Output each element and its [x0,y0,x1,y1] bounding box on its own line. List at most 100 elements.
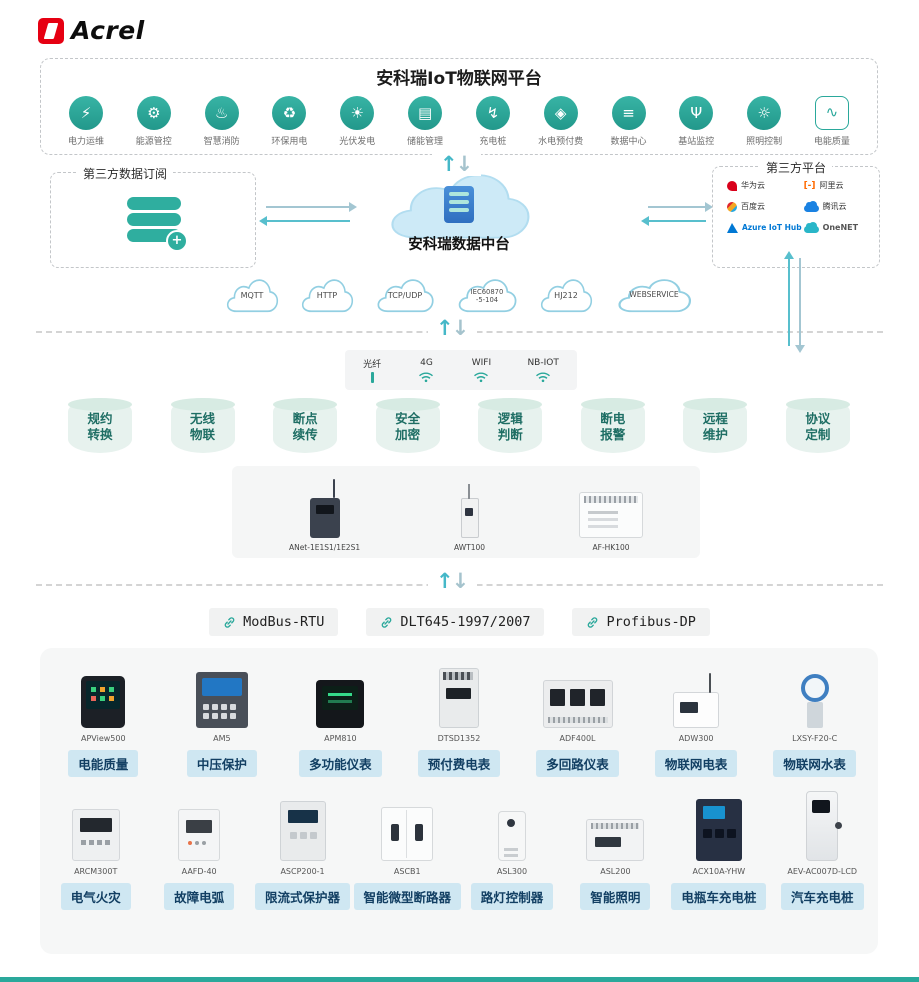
asl300-image [497,811,526,861]
third-party-subscription-panel: 第三方数据订阅 [50,165,256,268]
cloud-outline-icon [301,279,354,313]
protocol-cloud-hj212: HJ212 [535,276,597,316]
app-solar-pv: ☀光伏发电 [328,96,386,147]
ascp200-image [279,801,326,861]
data-center-icon: ≡ [611,96,646,130]
edge-device-flow-arrows: ↑↓ [428,570,478,593]
anet-gateway-image [309,479,340,538]
app-energy-mgmt: ⚙能源管控 [125,96,183,147]
prepaid-utility-icon: ◈ [543,96,578,130]
dtsd1352-image [438,668,479,728]
capability-logic-judgement: 逻辑判断 [478,398,543,453]
category-badge: 多回路仪表 [536,750,619,777]
azure-iot-hub-icon [727,222,738,233]
platform-title: 安科瑞IoT物联网平台 [376,69,542,89]
cloud-platform-azure: Azure IoT Hub [727,222,802,233]
server-icon [444,186,474,223]
third-party-platform-panel: 第三方平台 华为云 阿里云 百度云 腾讯云 Azure IoT Hub OneN… [712,159,880,268]
protocol-chip-profibus: Profibus-DP [572,608,710,636]
category-badge: 汽车充电桩 [780,883,864,910]
database-subscribe-icon [127,197,188,252]
cloud-platform-aliyun: 阿里云 [804,180,873,191]
cloud-platform-tencent: 腾讯云 [803,201,873,212]
app-prepaid-utility: ◈水电预付费 [532,96,590,147]
protocol-link-icon [382,616,392,628]
app-fire-safety: ♨智慧消防 [193,96,251,147]
acx10a-image [695,799,742,861]
capability-row: 规约转换 无线物联 断点续传 安全加密 逻辑判断 断电报警 远程维护 协议定制 [40,398,878,453]
protocol-cloud-mqtt: MQTT [221,276,283,316]
cloud-platform-onenet: OneNET [803,222,873,233]
aliyun-cloud-icon [804,181,816,191]
category-badge: 物联网水表 [773,750,856,777]
category-badge: 预付费电表 [417,750,501,777]
platform-exchange-arrows [641,202,713,234]
category-badge: 智能照明 [580,883,651,910]
adw300-image [673,673,720,728]
ev-charging-icon: ↯ [475,96,510,130]
category-badge: 智能微型断路器 [353,883,462,910]
apview500-image [81,676,126,728]
lxsy-f20c-image [798,674,832,728]
gateway-awt100: AWT100 [454,472,485,552]
protocol-chip-dlt645: DLT645-1997/2007 [366,608,545,636]
protocol-link-icon [588,616,598,628]
category-badge: 电气火灾 [60,883,131,910]
app-lighting-control: ☼照明控制 [735,96,793,147]
cloud-outline-icon [540,279,593,313]
cloud-outline-icon [618,279,692,313]
connectivity-fiber: 光纤 [363,357,381,383]
nbiot-signal-icon [536,371,551,382]
awt100-gateway-image [460,484,479,538]
subscription-exchange-arrows [259,202,357,234]
category-badge: 电能质量 [68,750,139,777]
adf400l-image [542,680,613,728]
category-badge: 电瓶车充电桩 [671,883,767,910]
apm810-image [316,680,365,728]
acrel-brand-text: Acrel [71,16,145,45]
data-hub: 安科瑞数据中台 [374,167,544,265]
protocol-cloud-iec60870: IEC60870-5-104 [452,276,522,316]
cloud-platform-grid: 华为云 阿里云 百度云 腾讯云 Azure IoT Hub OneNET [713,167,879,239]
energy-storage-icon: ▤ [408,96,443,130]
power-quality-icon: ∿ [814,96,849,130]
protocol-cloud-http: HTTP [296,276,358,316]
subscription-panel-title: 第三方数据订阅 [77,165,174,182]
category-badge: 物联网电表 [654,750,738,777]
lighting-control-icon: ☼ [747,96,782,130]
iot-platform-panel: 安科瑞IoT物联网平台 ⚡电力运维 ⚙能源管控 ♨智慧消防 ♻环保用电 ☀光伏发… [40,58,878,155]
protocol-cloud-row: MQTT HTTP TCP/UDP IEC60870-5-104 HJ212 W… [0,276,919,316]
fiber-icon [370,372,374,383]
asl200-image [586,819,645,861]
power-om-icon: ⚡ [69,96,103,130]
footer-accent-bar [0,977,919,982]
cloud-platform-huawei: 华为云 [727,180,802,191]
huawei-cloud-icon [727,180,737,191]
capability-outage-alarm: 断电报警 [580,398,645,453]
category-badge: 故障电弧 [164,883,235,910]
connectivity-wifi: WIFI [472,358,491,383]
platform-panel-title: 第三方平台 [759,159,833,176]
capability-resume-transfer: 断点续传 [273,398,338,453]
base-station-icon: Ψ [679,96,714,130]
cloud-outline-icon [226,279,279,313]
capability-protocol-conversion: 规约转换 [68,398,132,453]
platform-hub-flow-arrows: ↑↓ [432,153,482,176]
gateway-panel: ANet-1E1S1/1E2S1 AWT100 AF-HK100 [232,466,700,558]
tencent-cloud-icon [803,201,819,212]
acrel-logo: Acrel [38,16,145,45]
am5-image [195,672,248,728]
capability-wireless-iot: 无线物联 [170,398,235,453]
